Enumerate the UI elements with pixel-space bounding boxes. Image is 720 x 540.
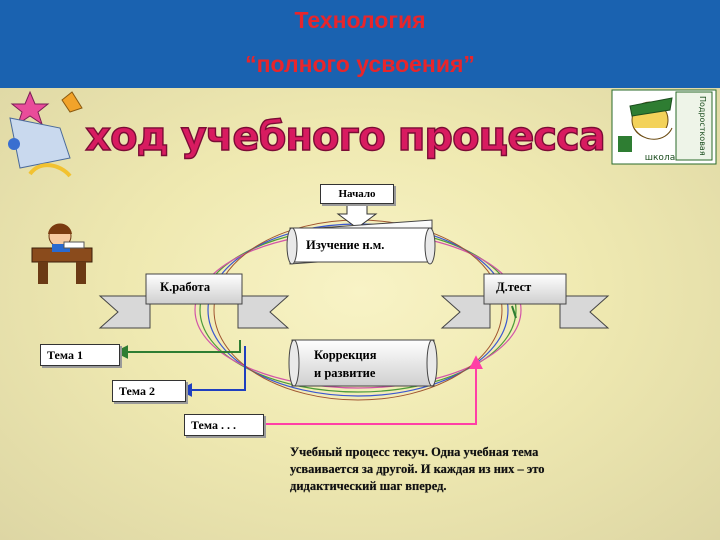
topic3-box: Тема . . .	[184, 414, 264, 436]
school-logo: Подростковая школа	[611, 89, 717, 165]
correction-label-line1: Коррекция	[314, 348, 377, 362]
topic3-arrow	[260, 355, 483, 425]
test-label: Д.тест	[496, 280, 532, 294]
logo-bottom-text: школа	[645, 153, 675, 163]
correction-label-line2: и развитие	[314, 366, 376, 380]
cycle-ellipses	[194, 219, 522, 401]
study-label: Изучение н.м.	[306, 238, 385, 252]
test-tick	[511, 305, 517, 319]
slide-title-line2: “полного усвоения”	[245, 51, 475, 77]
topic3-label: Тема . . .	[191, 418, 236, 432]
topic1-label: Тема 1	[47, 348, 83, 362]
topic2-label: Тема 2	[119, 384, 155, 398]
start-label: Начало	[338, 188, 376, 200]
logo-side-text: Подростковая	[698, 96, 707, 156]
topic2-box: Тема 2	[112, 380, 186, 402]
slide-title-line1: Технология	[294, 7, 426, 33]
slide-content: ход учебного процесса	[0, 88, 720, 540]
slide-header: Технология “полного усвоения”	[0, 0, 720, 88]
study-scroll	[286, 219, 436, 265]
caption-line1: Учебный процесс текуч. Одна учебная тема	[290, 445, 539, 459]
topic1-arrow	[114, 340, 241, 359]
topic2-arrow	[178, 346, 246, 397]
work-ribbon	[98, 273, 290, 329]
work-label: К.работа	[160, 280, 211, 294]
start-box: Начало	[320, 184, 394, 204]
diagram-caption: Учебный процесс текуч. Одна учебная тема…	[290, 444, 690, 495]
student-at-desk-icon	[31, 223, 93, 284]
test-ribbon	[440, 273, 610, 329]
decor-star-icon	[8, 90, 83, 178]
diagram-heading: ход учебного процесса	[85, 114, 604, 160]
caption-line3: дидактический шаг вперед.	[290, 479, 447, 493]
correction-scroll	[288, 339, 438, 387]
process-diagram: ход учебного процесса	[8, 89, 717, 425]
start-arrow	[336, 203, 378, 229]
caption-line2: усваивается за другой. И каждая из них –…	[290, 462, 545, 476]
topic1-box: Тема 1	[40, 344, 120, 366]
